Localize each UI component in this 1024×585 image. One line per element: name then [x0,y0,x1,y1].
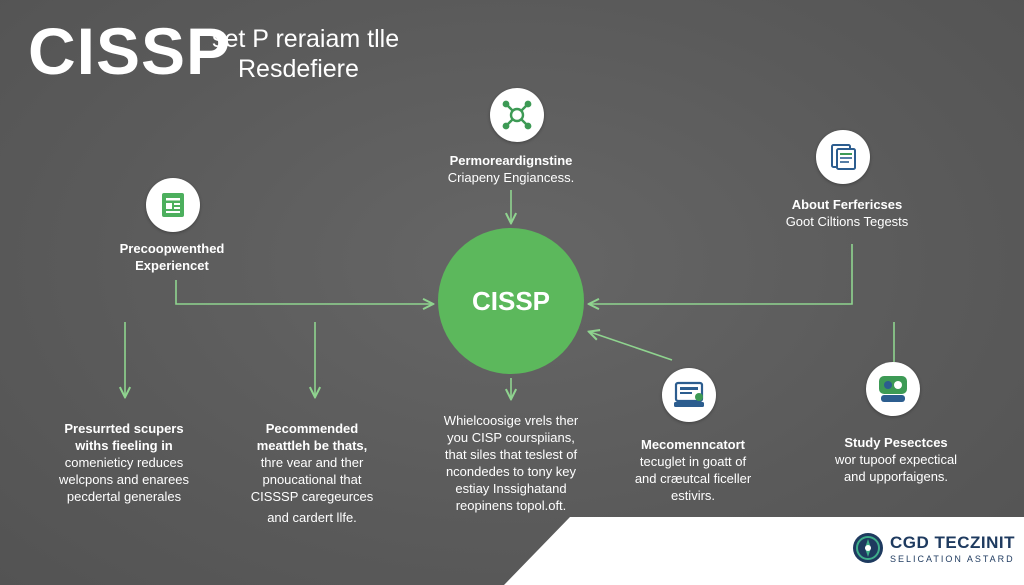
bottom-col-2-line: thre vear and ther [260,455,364,470]
bottom-col-3-line: estiay Inssighatand [455,481,567,496]
bottom-col-2-line: Pecommended [265,421,359,436]
page-title: CISSP [28,14,232,88]
bottom-col-4-line: Mecomenncatort [640,437,746,452]
bottom-col-1: Presurrted scupers withs fieeling in com… [44,420,204,505]
files-icon [816,130,870,184]
bottom-col-4: Mecomenncatort tecuglet in goatt of and … [618,436,768,504]
bottom-col-4-line: estivirs. [670,488,716,503]
node-top-text: Permoreardignstine Criapeny Engiancess. [411,152,611,186]
hub-label: CISSP [471,285,551,316]
brand-tagline: SELICATION ASTARD [890,553,1015,564]
bottom-col-2: Pecommended meattleh be thats, thre vear… [232,420,392,526]
node-left-title: Precoopwenthed [119,241,225,256]
network-icon [490,88,544,142]
bottom-col-1-line: welcpons and enarees [58,472,190,487]
brand-logo-block: CGD TECZINIT SELICATION ASTARD [852,532,1015,564]
arrow-right-to-hub [590,244,853,304]
bottom-col-1-line: comenieticy reduces [64,455,184,470]
node-right-text: About Ferfericses Goot Ciltions Tegests [762,196,932,230]
bottom-col-4-line: tecuglet in goatt of [639,454,747,469]
bottom-col-4-line: and cræutcal ficeller [634,471,752,486]
bottom-col-5-line: wor tupoof expectical [834,452,958,467]
brand-name: CGD TECZINIT [890,532,1015,552]
bottom-col-2-line: meattleh be thats, [256,438,368,453]
node-right-subtitle: Goot Ciltions Tegests [785,214,909,229]
arrow-device-to-hub [590,332,673,361]
brand-logo-icon [853,533,883,563]
bottom-col-2-line: and cardert llfe. [267,510,357,525]
document-icon [146,178,200,232]
bottom-col-2-line: pnoucational that [262,472,362,487]
bottom-col-5-line: and upporfaigens. [843,469,949,484]
bottom-col-3: Whielcoosige vrels ther you CISP courspi… [418,412,604,514]
bottom-col-5: Study Pesectces wor tupoof expectical an… [816,434,976,485]
bottom-col-1-line: withs fieeling in [75,438,173,453]
bottom-col-5-line: Study Pesectces [844,435,948,450]
bottom-col-1-line: pecdertal generales [66,489,182,504]
bottom-col-1-line: Presurrted scupers [64,421,184,436]
bottom-col-3-line: that siles that teslest of [444,447,578,462]
bottom-col-3-line: you CISP courspiians, [447,430,575,445]
arrow-left-to-hub [175,280,432,304]
device-icon [662,368,716,422]
node-left-subtitle: Experiencet [135,258,209,273]
subtitle-line-1: set P reraiam tlle [212,25,400,53]
bottom-col-3-line: Whielcoosige vrels ther [443,413,579,428]
node-top-subtitle: Criapeny Engiancess. [447,170,575,185]
node-left-text: Precoopwenthed Experiencet [92,240,252,274]
hub-circle: CISSP [438,228,584,374]
node-top-title: Permoreardignstine [449,153,573,168]
bottom-col-2-line: CISSSP caregeurces [250,489,374,504]
subtitle-line-2: Resdefiere [238,55,359,83]
bottom-col-3-line: reopinens topol.oft. [455,498,567,513]
page-subtitle: set P reraiam tlle Resdefiere [212,24,399,84]
node-right-title: About Ferfericses [791,197,903,212]
group-icon [866,362,920,416]
bottom-col-3-line: ncondedes to tony key [445,464,577,479]
